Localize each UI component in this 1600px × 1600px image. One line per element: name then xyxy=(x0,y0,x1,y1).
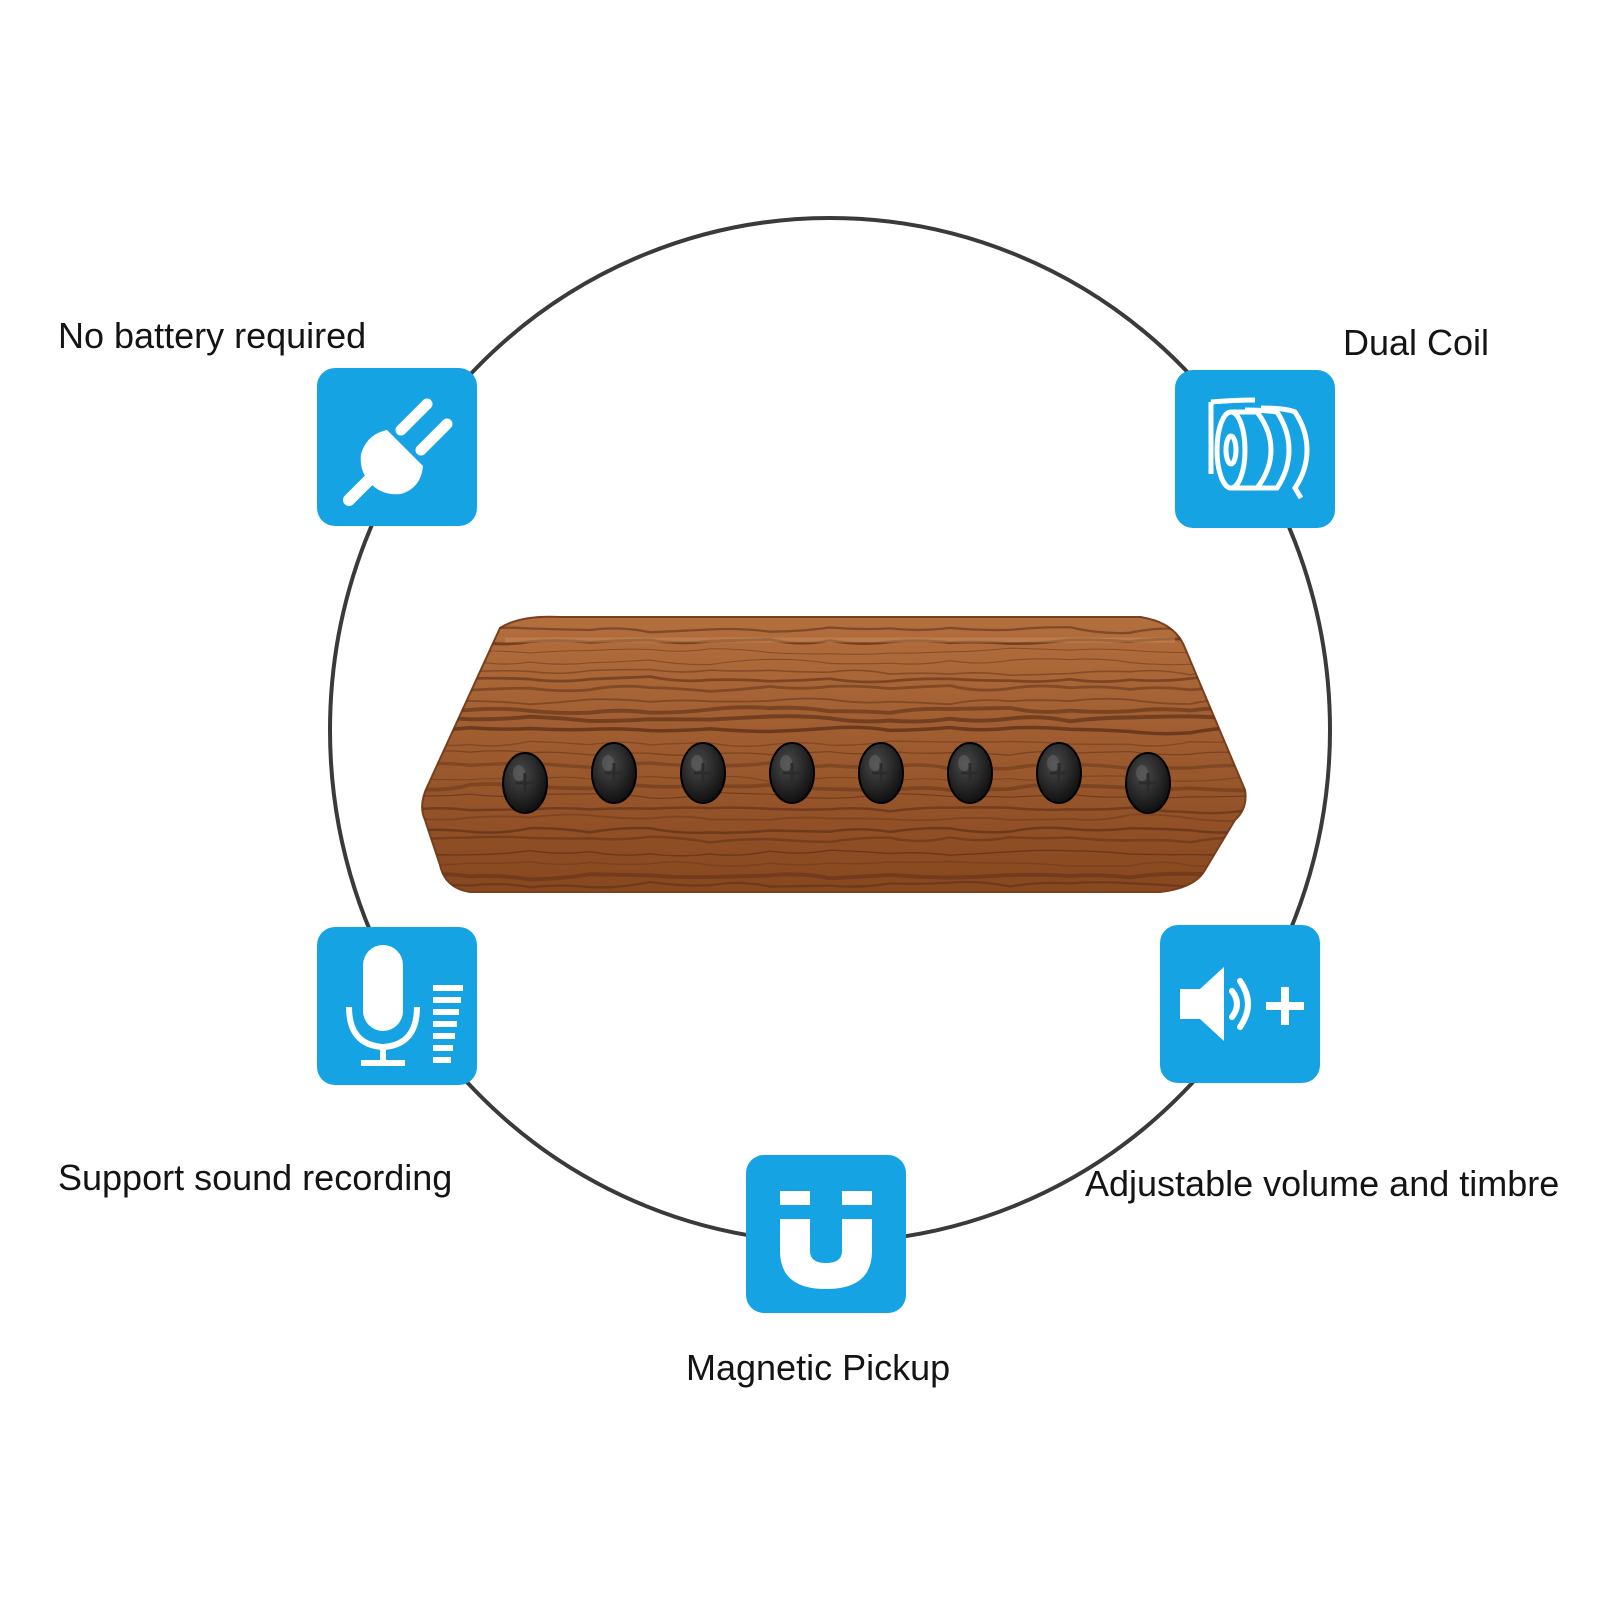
grain-line xyxy=(422,697,1246,706)
grain-line xyxy=(422,705,1246,715)
grain-line xyxy=(422,750,1246,756)
pole-screw xyxy=(947,742,993,804)
grain-line xyxy=(422,675,1246,684)
volume-plus-icon xyxy=(1160,925,1320,1083)
microphone-icon xyxy=(317,927,477,1085)
no-battery-label: No battery required xyxy=(58,315,367,356)
grain-line xyxy=(422,871,1246,882)
sound-recording-label: Support sound recording xyxy=(58,1157,453,1198)
pole-screw xyxy=(1036,742,1082,804)
grain-line xyxy=(422,860,1246,868)
dual-coil-label: Dual Coil xyxy=(1343,322,1490,363)
grain-line xyxy=(422,626,1246,635)
pole-screw xyxy=(502,752,548,814)
volume-timbre-label: Adjustable volume and timbre xyxy=(1085,1163,1560,1204)
pole-screw xyxy=(680,742,726,804)
grain-line xyxy=(422,658,1246,666)
pole-screw xyxy=(591,742,637,804)
grain-line xyxy=(422,647,1246,655)
grain-line xyxy=(422,761,1246,771)
grain-line xyxy=(422,668,1246,677)
pickup-body xyxy=(421,615,1247,893)
plug-icon xyxy=(317,368,477,526)
grain-line xyxy=(422,791,1246,799)
grain-line xyxy=(422,740,1246,747)
magnetic-pickup-label: Magnetic Pickup xyxy=(686,1347,951,1388)
grain-line xyxy=(422,826,1246,835)
pole-screws xyxy=(502,742,1171,814)
grain-line xyxy=(422,714,1246,724)
grain-line xyxy=(422,684,1246,693)
grain-line xyxy=(422,835,1246,844)
grain-line xyxy=(422,813,1246,822)
magnet-icon xyxy=(746,1155,906,1313)
pole-screw xyxy=(858,742,904,804)
pole-screw xyxy=(1125,752,1171,814)
pole-screw xyxy=(769,742,815,804)
grain-line xyxy=(422,725,1246,736)
grain-line xyxy=(422,849,1246,857)
coil-icon xyxy=(1175,370,1335,528)
grain-line xyxy=(422,880,1246,889)
grain-line xyxy=(422,806,1246,815)
